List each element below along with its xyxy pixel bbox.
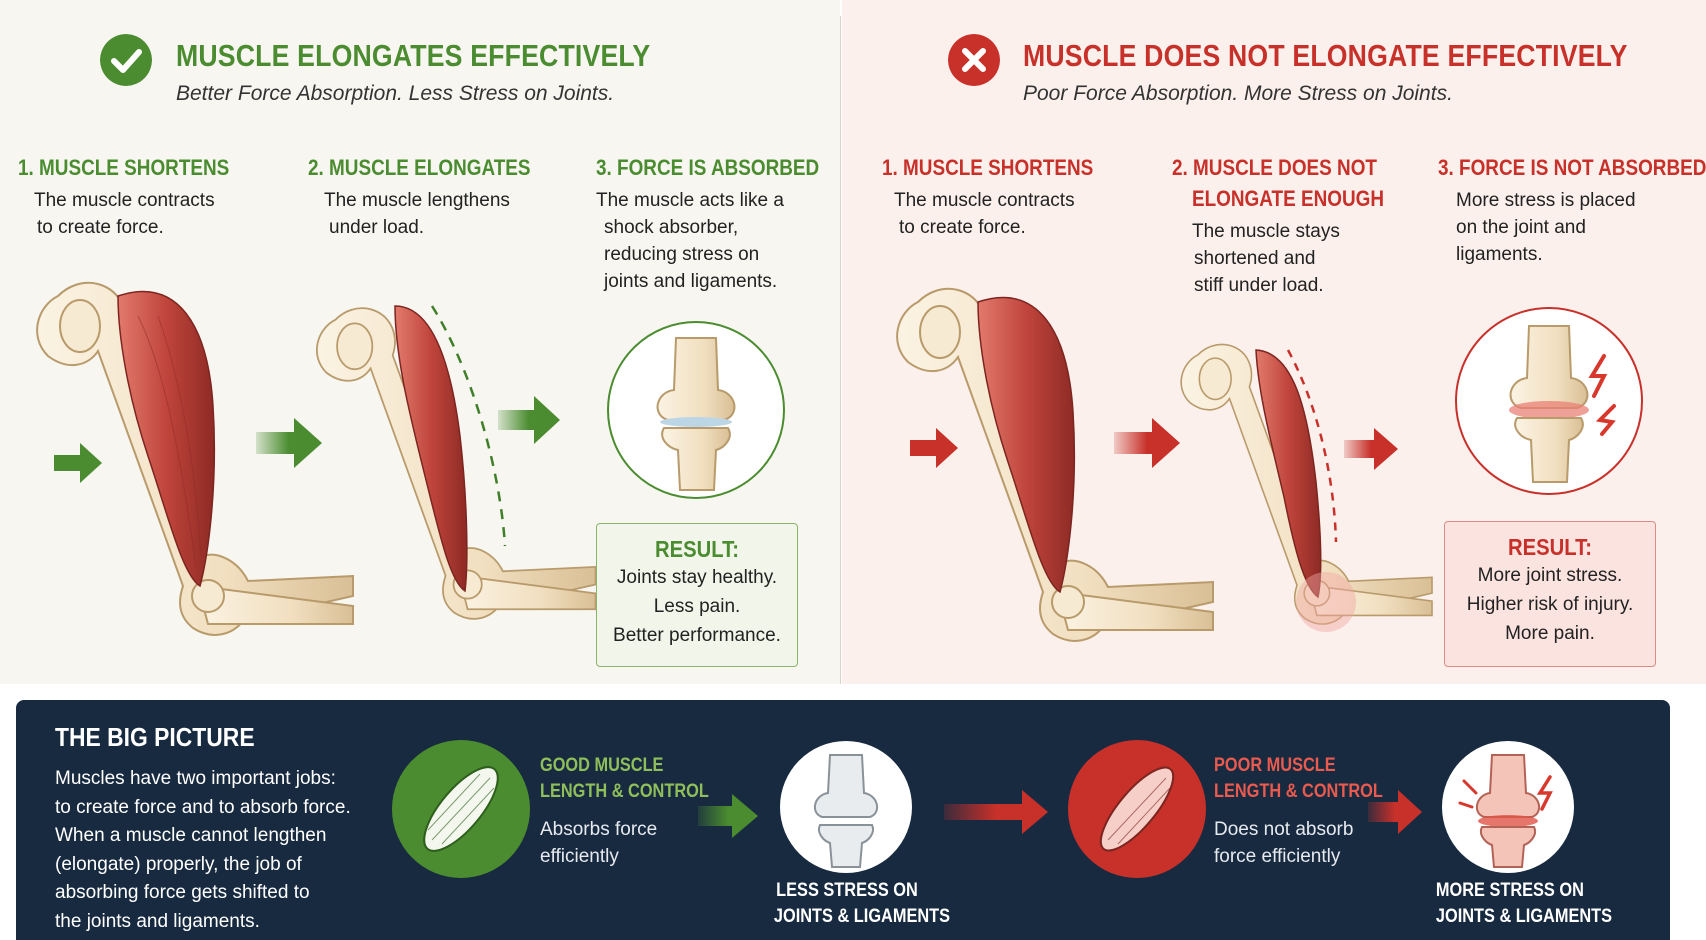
- force-arrow-icon: [256, 418, 322, 468]
- bad-panel-title: MUSCLE DOES NOT ELONGATE EFFECTIVELY: [1023, 38, 1628, 73]
- checkmark-icon: [100, 34, 152, 86]
- good-panel-title: MUSCLE ELONGATES EFFECTIVELY: [176, 38, 651, 73]
- arm-elongated-illustration: [315, 305, 597, 620]
- bad-result-line: More pain.: [1505, 623, 1595, 644]
- good-panel-subtitle: Better Force Absorption. Less Stress on …: [176, 82, 615, 105]
- arrow-right-icon: [944, 790, 1048, 834]
- bad-step-2-title: ELONGATE ENOUGH: [1192, 186, 1385, 211]
- arm-shortened-illustration: [878, 262, 1218, 662]
- good-step-2-title: 2. MUSCLE ELONGATES: [308, 155, 531, 180]
- bad-panel-subtitle: Poor Force Absorption. More Stress on Jo…: [1023, 82, 1453, 105]
- big-picture-text: Muscles have two important jobs:to creat…: [55, 768, 351, 932]
- force-arrow-icon: [498, 396, 560, 444]
- good-step-3-title: 3. FORCE IS ABSORBED: [596, 155, 820, 180]
- big-picture-title: THE BIG PICTURE: [55, 722, 255, 752]
- bad-result-line: More joint stress.: [1477, 565, 1623, 586]
- arrow-right-icon: [1368, 790, 1422, 834]
- bad-result-title: RESULT:: [1508, 534, 1592, 560]
- good-result-line: Joints stay healthy.: [616, 567, 778, 588]
- good-result-title: RESULT:: [655, 536, 739, 562]
- bad-result-box: RESULT: More joint stress. Higher risk o…: [1444, 521, 1656, 667]
- force-arrow-icon: [1114, 418, 1180, 468]
- healthy-knee-icon: [780, 741, 912, 873]
- bad-step-2-title: 2. MUSCLE DOES NOT: [1172, 155, 1377, 180]
- bad-step-3-title: 3. FORCE IS NOT ABSORBED: [1438, 155, 1706, 180]
- arm-shortened-illustration: [18, 256, 358, 656]
- good-result-line: Better performance.: [613, 625, 781, 646]
- x-mark-icon: [948, 34, 1000, 86]
- stressed-knee-icon: [1442, 741, 1574, 873]
- arm-stiff-illustration: [1180, 343, 1433, 632]
- good-result-line: Less pain.: [653, 596, 741, 617]
- panel-divider: [840, 16, 841, 684]
- force-arrow-icon: [1344, 428, 1398, 470]
- good-muscle-icon: [392, 740, 530, 878]
- bad-result-line: Higher risk of injury.: [1466, 594, 1634, 615]
- force-arrow-icon: [54, 443, 102, 483]
- good-result-box: RESULT: Joints stay healthy. Less pain. …: [596, 523, 798, 667]
- stressed-knee-illustration: [1455, 307, 1643, 495]
- force-arrow-icon: [910, 428, 958, 468]
- healthy-knee-illustration: [607, 321, 785, 499]
- poor-muscle-icon: [1068, 740, 1206, 878]
- arrow-right-icon: [698, 794, 758, 838]
- good-step-1-title: 1. MUSCLE SHORTENS: [18, 155, 230, 180]
- bad-step-1-title: 1. MUSCLE SHORTENS: [882, 155, 1094, 180]
